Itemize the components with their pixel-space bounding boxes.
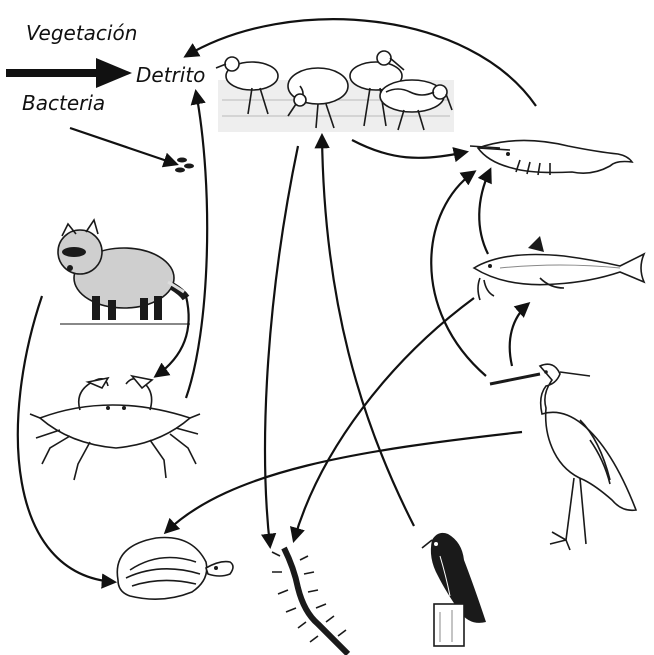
clam-icon xyxy=(117,538,233,600)
catfish-to-shrimp-arrow xyxy=(479,170,490,254)
vegetation-label: Vegetación xyxy=(26,21,137,45)
worm-icon xyxy=(272,548,348,654)
sandpiper-flock-icon xyxy=(216,51,454,132)
heron-to-clam-arrow xyxy=(166,432,522,532)
sandpiper-to-shrimp-arrow xyxy=(352,140,466,158)
bacteria-label: Bacteria xyxy=(22,91,105,115)
heron-to-shrimp-arrow xyxy=(431,172,486,376)
hawk-to-sandpiper-arrow xyxy=(322,136,414,526)
crab-icon xyxy=(30,376,200,480)
catfish-icon xyxy=(474,236,644,300)
crab-to-detritus-arrow xyxy=(186,92,207,398)
shrimp-icon xyxy=(470,140,632,175)
heron-to-catfish-arrow xyxy=(510,304,528,366)
detritus-label: Detrito xyxy=(136,63,205,87)
bacteria-dots-icon xyxy=(175,158,194,173)
hawk-icon xyxy=(422,533,486,646)
raccoon-icon xyxy=(58,220,190,324)
bacteria-to-detritus-arrow xyxy=(70,128,176,164)
catfish-to-worm-arrow xyxy=(294,298,474,540)
vegetation-to-detritus-arrow xyxy=(6,58,132,88)
sandpiper-to-worm-arrow xyxy=(265,146,298,546)
heron-icon xyxy=(490,364,636,550)
